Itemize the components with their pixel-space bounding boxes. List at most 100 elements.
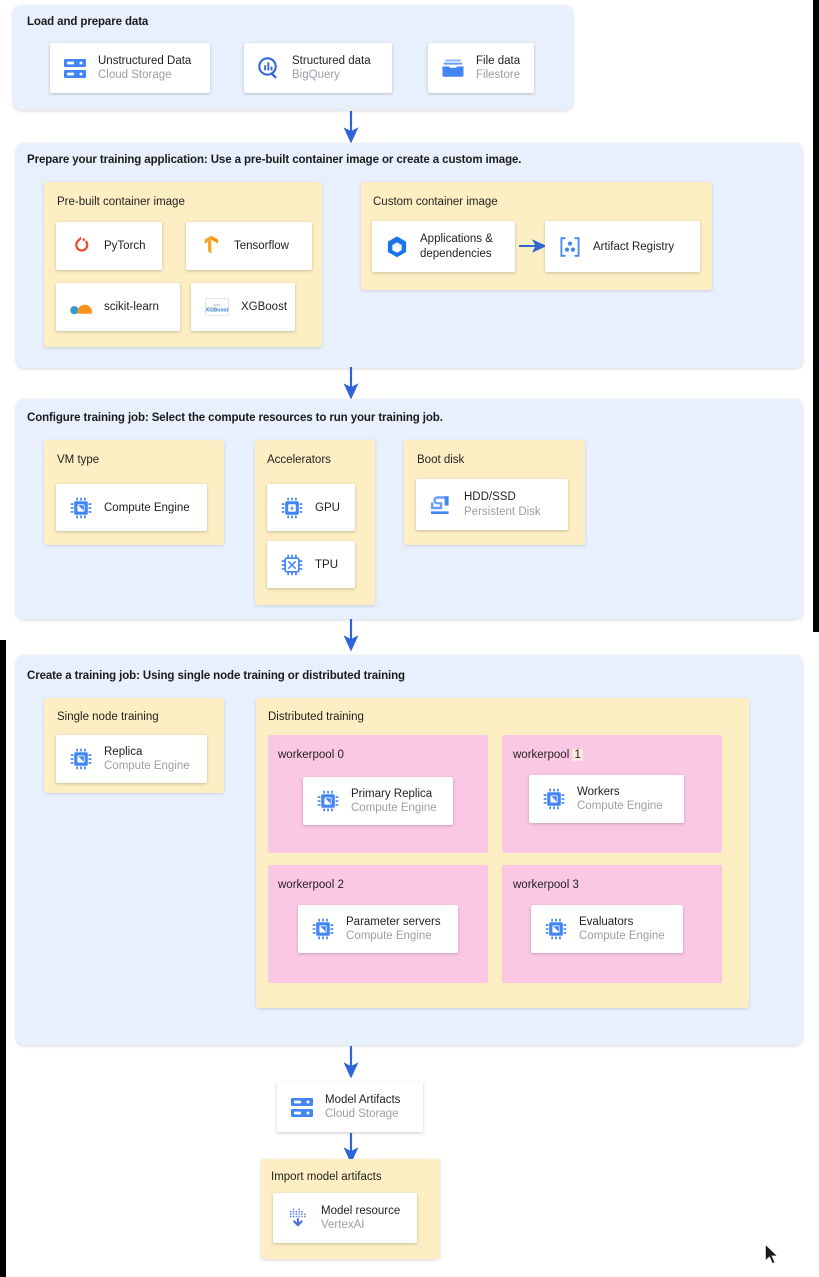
card-applications-and-dependencies[interactable]: Applications & dependencies <box>372 221 515 272</box>
group-title-import: Import model artifacts <box>271 1171 382 1183</box>
arrow-artifacts-to-import <box>343 1133 359 1164</box>
card-hdd-ssd[interactable]: HDD/SSD Persistent Disk <box>416 479 568 530</box>
card-subtitle: Compute Engine <box>346 930 432 942</box>
bigquery-icon <box>258 57 279 80</box>
arrow-apps-to-artifact-registry <box>519 239 547 253</box>
scikit-learn-icon <box>70 304 92 315</box>
pool-label-prefix: workerpool <box>513 879 570 891</box>
pool-label-index: 0 <box>337 749 344 761</box>
card-evaluators[interactable]: Evaluators Compute Engine <box>531 905 697 967</box>
stage-title-load: Load and prepare data <box>27 16 149 28</box>
card-title: XGBoost <box>241 301 288 313</box>
card-tensorflow[interactable]: Tensorflow <box>186 222 312 270</box>
card-tpu[interactable]: TPU <box>267 541 355 588</box>
pool-label-index: 2 <box>337 879 344 891</box>
card-title: Model Artifacts <box>325 1093 401 1106</box>
card-file-data[interactable]: File data Filestore <box>428 43 534 93</box>
card-gpu[interactable]: GPU <box>267 484 355 531</box>
card-title: Structured data <box>292 54 371 67</box>
card-title: Primary Replica <box>351 787 433 800</box>
compute-engine-icon <box>543 788 565 810</box>
arrow-load-to-prepare <box>343 111 359 144</box>
card-pytorch[interactable]: PyTorch <box>56 222 162 270</box>
card-model-resource[interactable]: Model resource VertexAI <box>273 1193 417 1243</box>
mouse-cursor <box>764 1243 780 1265</box>
card-title: HDD/SSD <box>464 491 516 504</box>
card-subtitle: Persistent Disk <box>464 505 541 518</box>
card-title: Compute Engine <box>104 501 190 514</box>
pool-label-prefix: workerpool <box>278 749 335 761</box>
card-subtitle: Compute Engine <box>351 802 437 814</box>
card-title: scikit-learn <box>104 301 159 313</box>
pytorch-icon <box>75 236 89 252</box>
card-structured-data[interactable]: Structured data BigQuery <box>244 43 392 93</box>
right-edge-bar <box>813 0 819 632</box>
pool-title-workerpool-3: workerpool 3 <box>513 879 579 891</box>
card-title: Artifact Registry <box>593 240 675 253</box>
xgboost-icon <box>204 298 230 316</box>
card-subtitle: VertexAI <box>321 1219 365 1231</box>
card-title: GPU <box>315 501 340 514</box>
group-title-pre-built: Pre-built container image <box>57 196 185 208</box>
card-model-artifacts[interactable]: Model Artifacts Cloud Storage <box>277 1082 423 1132</box>
group-title-accelerators: Accelerators <box>267 454 331 466</box>
card-compute-engine-vm[interactable]: Compute Engine <box>56 484 207 531</box>
card-replica[interactable]: Replica Compute Engine <box>56 735 207 783</box>
pool-label-index: 1 <box>572 749 583 761</box>
card-xgboost[interactable]: XGBoost <box>191 283 295 331</box>
vertex-ai-icon <box>288 1207 307 1227</box>
card-workers[interactable]: Workers Compute Engine <box>529 775 698 837</box>
card-title: File data <box>476 54 521 67</box>
tensorflow-icon <box>204 235 218 254</box>
card-title: PyTorch <box>104 240 146 252</box>
left-edge-bar <box>0 640 6 1277</box>
arrow-create-to-model-artifacts <box>343 1046 359 1079</box>
card-subtitle: Compute Engine <box>579 930 665 942</box>
tpu-icon <box>280 553 304 576</box>
arrow-configure-to-create <box>343 619 359 652</box>
container-box-icon <box>387 235 407 257</box>
pool-label-prefix: workerpool <box>513 749 570 761</box>
cloud-storage-icon <box>64 59 86 78</box>
cloud-storage-icon <box>291 1098 313 1117</box>
persistent-disk-icon <box>431 495 449 514</box>
card-title: Unstructured Data <box>98 54 192 67</box>
card-subtitle: Cloud Storage <box>98 69 172 81</box>
card-title: Replica <box>104 745 143 758</box>
card-subtitle: Compute Engine <box>104 760 190 772</box>
card-title: Model resource <box>321 1204 401 1217</box>
arrow-prepare-to-configure <box>343 367 359 400</box>
stage-title-configure: Configure training job: Select the compu… <box>27 412 443 424</box>
group-title-boot-disk: Boot disk <box>417 454 465 466</box>
card-title: Workers <box>577 785 620 798</box>
card-subtitle: Cloud Storage <box>325 1108 399 1120</box>
pool-label-index: 3 <box>572 879 579 891</box>
compute-engine-icon <box>70 497 92 518</box>
compute-engine-icon <box>70 748 92 770</box>
card-title: Parameter servers <box>346 915 441 928</box>
card-subtitle: Filestore <box>476 69 521 81</box>
group-title-vm-type: VM type <box>57 454 100 466</box>
card-parameter-servers[interactable]: Parameter servers Compute Engine <box>298 905 472 967</box>
card-primary-replica[interactable]: Primary Replica Compute Engine <box>303 777 453 825</box>
card-subtitle: BigQuery <box>292 69 340 81</box>
pool-label-prefix: workerpool <box>278 879 335 891</box>
card-title: Tensorflow <box>234 240 289 252</box>
card-unstructured-data[interactable]: Unstructured Data Cloud Storage <box>50 43 210 93</box>
card-artifact-registry[interactable]: Artifact Registry <box>545 221 700 272</box>
compute-engine-icon <box>545 918 567 940</box>
pool-title-workerpool-2: workerpool 2 <box>278 879 344 891</box>
group-title-single-node: Single node training <box>57 711 159 723</box>
pool-title-workerpool-0: workerpool 0 <box>278 749 344 761</box>
stage-title-prepare: Prepare your training application: Use a… <box>27 154 522 166</box>
artifact-registry-icon <box>560 236 580 257</box>
stage-title-create: Create a training job: Using single node… <box>27 670 405 682</box>
card-scikit-learn[interactable]: scikit-learn <box>56 283 180 331</box>
group-title-distributed: Distributed training <box>268 711 364 723</box>
gpu-icon <box>281 497 303 518</box>
compute-engine-icon <box>312 918 334 940</box>
compute-engine-icon <box>317 790 339 812</box>
group-title-custom: Custom container image <box>373 196 498 208</box>
filestore-icon <box>442 59 464 77</box>
